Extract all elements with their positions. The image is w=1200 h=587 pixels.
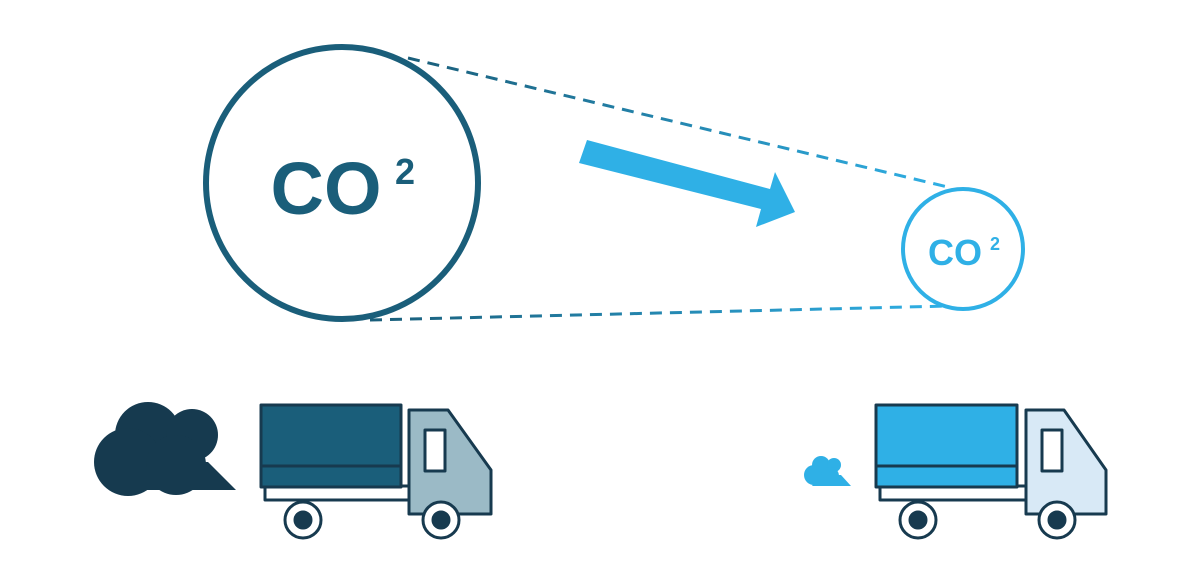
co2-small-circle-icon: CO 2 (901, 187, 1025, 311)
exhaust-cloud-small-icon (804, 456, 851, 486)
co2-large-superscript: 2 (395, 151, 415, 192)
co2-small-superscript: 2 (990, 234, 1000, 254)
reduction-arrow-icon (579, 140, 795, 227)
connector-line-bottom (369, 304, 949, 322)
exhaust-cloud-large-icon (94, 402, 236, 496)
co2-large-label: CO (271, 147, 382, 230)
truck-dark-icon (259, 403, 493, 540)
co2-large-circle-icon: CO 2 (203, 44, 481, 322)
truck-light-icon (874, 403, 1108, 540)
co2-small-label: CO (928, 232, 982, 273)
connector-line-top (407, 56, 953, 190)
